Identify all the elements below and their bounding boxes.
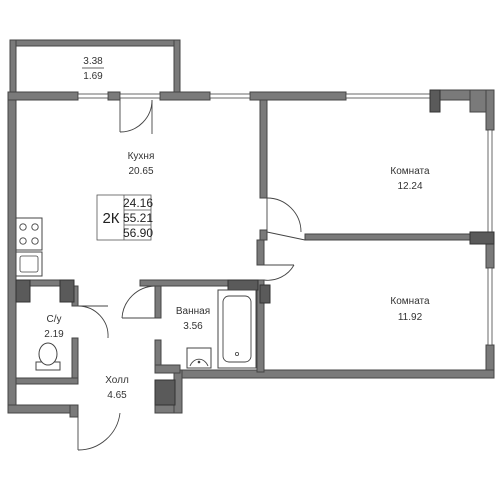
bathtub — [217, 289, 257, 369]
kitchen-area: 20.65 — [128, 166, 153, 177]
stove — [15, 217, 43, 251]
room-1-label: Комната — [390, 166, 430, 177]
bathroom-label: Ванная — [176, 306, 210, 317]
toilet-area: 2.19 — [44, 329, 64, 340]
windows — [77, 93, 493, 346]
kitchen-label: Кухня — [128, 151, 155, 162]
balcony-area-1: 3.38 — [83, 56, 103, 67]
kitchen-sink — [15, 251, 43, 277]
room-2-area: 11.92 — [398, 312, 423, 323]
washbasin — [186, 347, 212, 369]
balcony: 3.38 1.69 — [9, 39, 181, 95]
total-area: 56.90 — [123, 226, 153, 240]
room-1-area: 12.24 — [397, 181, 422, 192]
toilet-fixture — [35, 342, 61, 371]
outer-walls — [7, 89, 495, 418]
area-summary: 2К 24.16 55.21 56.90 — [96, 194, 153, 241]
bathroom-area: 3.56 — [183, 321, 203, 332]
columns — [15, 89, 495, 406]
hall-area: 4.65 — [107, 390, 127, 401]
room-labels: Кухня 20.65 Комната 12.24 Комната 11.92 … — [44, 151, 430, 401]
living-area: 24.16 — [123, 196, 153, 210]
doors — [77, 99, 306, 451]
interior-walls — [15, 99, 487, 385]
rooms-count: 2К — [102, 210, 119, 227]
room-2-label: Комната — [390, 296, 430, 307]
hall-label: Холл — [105, 375, 129, 386]
toilet-label: С/у — [47, 314, 62, 325]
kitchen-total-area: 55.21 — [123, 211, 153, 225]
balcony-area-2: 1.69 — [83, 71, 103, 82]
